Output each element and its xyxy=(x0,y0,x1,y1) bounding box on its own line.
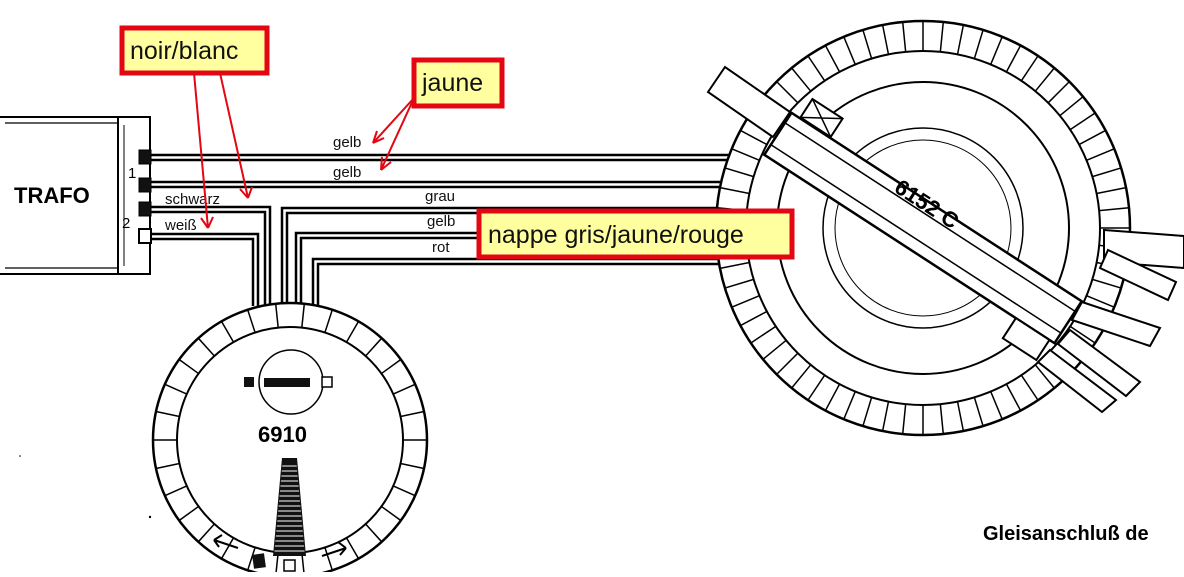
arrow-left-icon xyxy=(213,534,239,549)
callout-arrows xyxy=(193,72,415,229)
wire-label-gelb-second: gelb xyxy=(333,164,361,181)
wire-label-schwarz: schwarz xyxy=(165,191,220,208)
arrow-right-icon xyxy=(321,541,347,557)
arrow-to-schwarz xyxy=(219,72,249,199)
callout-nappe-text: nappe gris/jaune/rouge xyxy=(488,221,744,249)
control-unit-6910 xyxy=(151,301,429,577)
wire-label-grau: grau xyxy=(425,188,455,205)
caption-text: Gleisanschluß de xyxy=(983,523,1149,545)
arrow-to-gelb-top xyxy=(372,97,415,144)
callout-jaune-text: jaune xyxy=(421,69,483,97)
trafo-terminal-2: 2 xyxy=(122,215,130,232)
callout-noir-blanc: noir/blanc xyxy=(119,25,270,76)
indicator-filled-icon xyxy=(244,377,254,387)
callout-jaune: jaune xyxy=(411,57,505,109)
trafo-box: 1 2 xyxy=(0,116,152,275)
wire-label-gelb-lower: gelb xyxy=(427,213,455,230)
arrow-to-gelb-second xyxy=(380,97,415,171)
indicator-empty-icon xyxy=(321,376,333,388)
arrow-to-weiss xyxy=(193,72,209,229)
wire-label-gelb-top: gelb xyxy=(333,134,361,151)
trafo-label: TRAFO xyxy=(14,183,90,208)
trafo-terminal-1: 1 xyxy=(128,165,136,182)
wire-label-rot: rot xyxy=(432,239,450,256)
wire-label-weiss: weiß xyxy=(164,217,197,234)
control-unit-label: 6910 xyxy=(258,422,307,447)
callout-nappe: nappe gris/jaune/rouge xyxy=(476,208,795,260)
callout-noir-blanc-text: noir/blanc xyxy=(130,37,238,65)
